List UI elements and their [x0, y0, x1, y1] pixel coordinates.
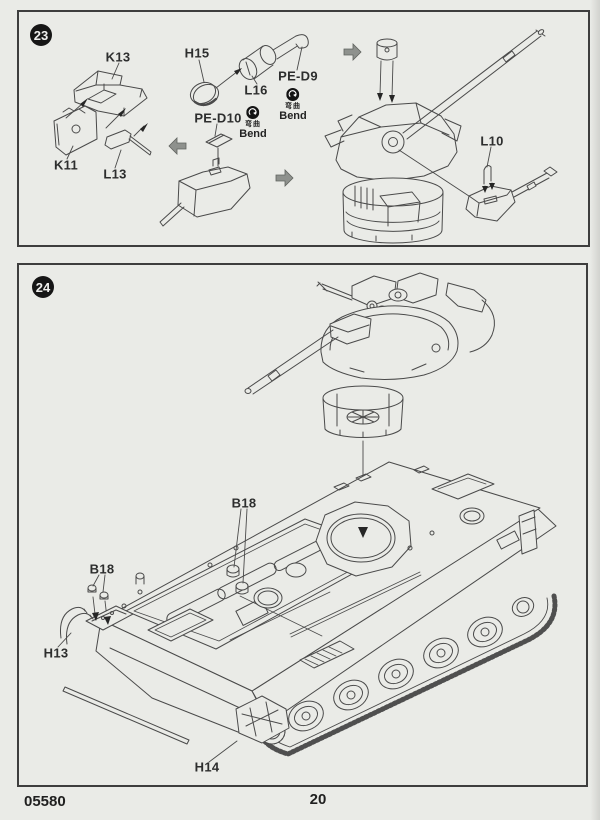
k11-part-drawing — [53, 105, 98, 156]
l10-part-drawing — [465, 165, 558, 222]
bend-label-zh: 弯曲 — [245, 121, 261, 128]
direction-arrow-icon — [168, 137, 187, 155]
h13-rod-parts — [60, 606, 94, 645]
step-24-panel — [17, 263, 588, 787]
part-label-pe-d10: PE-D10 — [194, 110, 242, 126]
part-label-b18-front: B18 — [89, 561, 115, 577]
b18-knob-parts — [87, 584, 109, 619]
bend-note-pe-d10: 弯曲 Bend — [239, 106, 267, 140]
periscope-domes — [226, 564, 249, 595]
direction-arrow-icon — [343, 43, 362, 61]
bend-label-en: Bend — [239, 128, 267, 140]
h15-part-drawing — [189, 81, 220, 107]
leader-lines — [57, 46, 492, 763]
road-wheels — [258, 597, 535, 745]
step-23-badge: 23 — [30, 24, 52, 46]
hull-drawing — [60, 461, 558, 757]
turret-24-drawing — [244, 272, 495, 529]
bend-label-en: Bend — [279, 110, 307, 122]
bend-icon — [246, 106, 260, 119]
page-number: 20 — [309, 791, 327, 808]
gun-box-left-drawing — [159, 157, 251, 227]
part-label-k13: K13 — [105, 49, 131, 65]
bend-label-zh: 弯曲 — [285, 103, 301, 110]
part-label-h14: H14 — [194, 759, 220, 775]
kit-number: 05580 — [24, 793, 66, 810]
part-label-pe-d9: PE-D9 — [278, 68, 318, 84]
step-24-badge: 24 — [32, 276, 54, 298]
l16-part-drawing — [238, 34, 309, 80]
assembly-arrowheads — [80, 68, 495, 625]
step-23-panel — [17, 10, 590, 247]
part-label-h15: H15 — [184, 45, 210, 61]
part-label-l13: L13 — [103, 166, 127, 182]
part-label-k11: K11 — [53, 157, 79, 173]
l13-part-drawing — [104, 129, 152, 156]
pe-d10-part-drawing — [205, 133, 233, 167]
direction-arrow-icon — [275, 169, 294, 187]
bend-icon — [286, 88, 300, 101]
turret-23-drawing — [324, 29, 546, 244]
part-label-b18-deck: B18 — [231, 495, 257, 511]
part-label-l10: L10 — [480, 133, 504, 149]
part-label-h13: H13 — [43, 645, 69, 661]
part-label-l16: L16 — [244, 82, 268, 98]
bend-note-pe-d9: 弯曲 Bend — [279, 88, 307, 122]
